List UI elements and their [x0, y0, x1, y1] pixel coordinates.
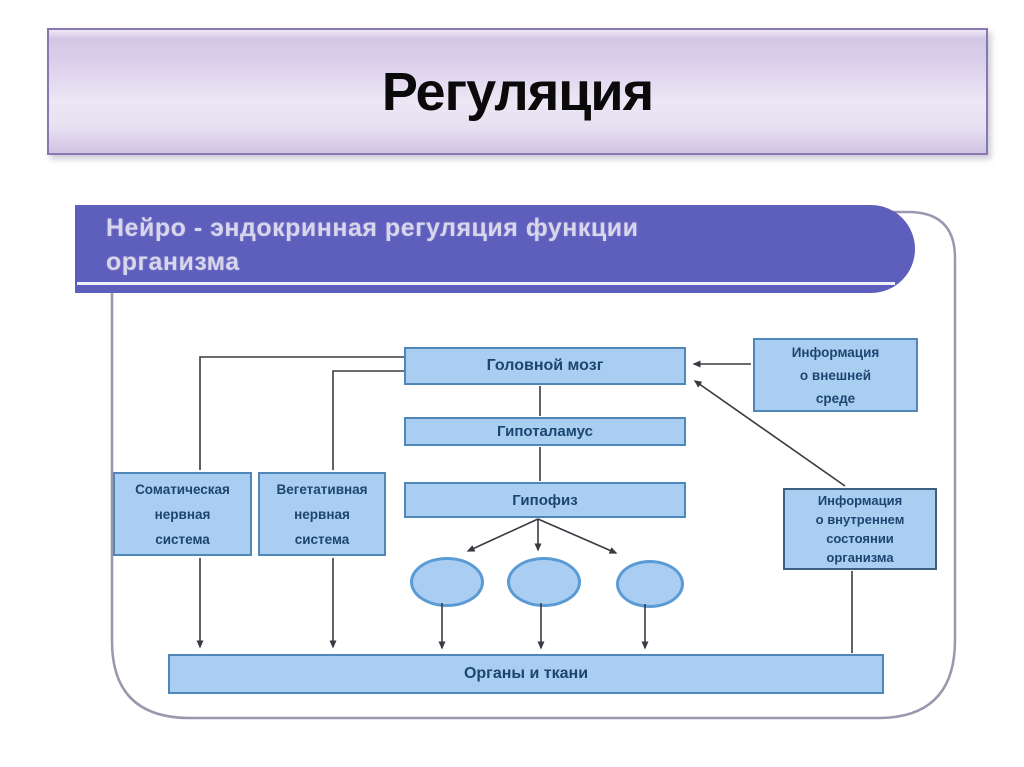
somatic-line3: система: [155, 531, 210, 547]
diagram-header-bar: Нейро - эндокринная регуляция функции ор…: [75, 205, 915, 293]
external-info-line1: Информация: [791, 344, 880, 360]
internal-info-line3: состоянии: [826, 531, 894, 546]
internal-info-line1: Информация: [817, 493, 903, 508]
title-box: Регуляция: [47, 28, 988, 155]
header-underline: [77, 282, 895, 285]
node-pituitary-label: Гипофиз: [512, 491, 578, 509]
page-title: Регуляция: [381, 61, 654, 122]
node-organs-tissues: Органы и ткани: [168, 654, 884, 694]
hormone-ellipse-1: [410, 557, 484, 607]
node-internal-info: Информация о внутреннем состоянии органи…: [783, 488, 937, 570]
node-hypothalamus: Гипоталамус: [404, 417, 686, 446]
node-hypothalamus-label: Гипоталамус: [497, 423, 593, 440]
hormone-ellipse-3: [616, 560, 684, 608]
diagram-header-line2: организма: [106, 248, 240, 276]
diagram-header-line1: Нейро - эндокринная регуляция функции: [106, 214, 639, 242]
external-info-line2: о внешней: [799, 367, 872, 383]
organs-label: Органы и ткани: [463, 665, 589, 682]
external-info-line3: среде: [815, 390, 856, 406]
node-brain-label: Головной мозг: [486, 357, 604, 374]
internal-info-line2: о внутреннем: [815, 512, 905, 527]
vegetative-line1: Вегетативная: [276, 481, 368, 497]
node-vegetative-nervous-system: Вегетативная нервная система: [258, 472, 386, 556]
node-somatic-nervous-system: Соматическая нервная система: [113, 472, 252, 556]
node-pituitary: Гипофиз: [404, 482, 686, 518]
node-brain: Головной мозг: [404, 347, 686, 385]
node-external-info: Информация о внешней среде: [753, 338, 918, 412]
diagram-header-text: Нейро - эндокринная регуляция функции ор…: [106, 211, 639, 279]
vegetative-line3: система: [294, 531, 350, 547]
somatic-line2: нервная: [154, 506, 211, 522]
internal-info-line4: организма: [826, 550, 894, 565]
hormone-ellipse-2: [507, 557, 581, 607]
vegetative-line2: нервная: [294, 506, 350, 522]
somatic-line1: Соматическая: [135, 481, 230, 497]
